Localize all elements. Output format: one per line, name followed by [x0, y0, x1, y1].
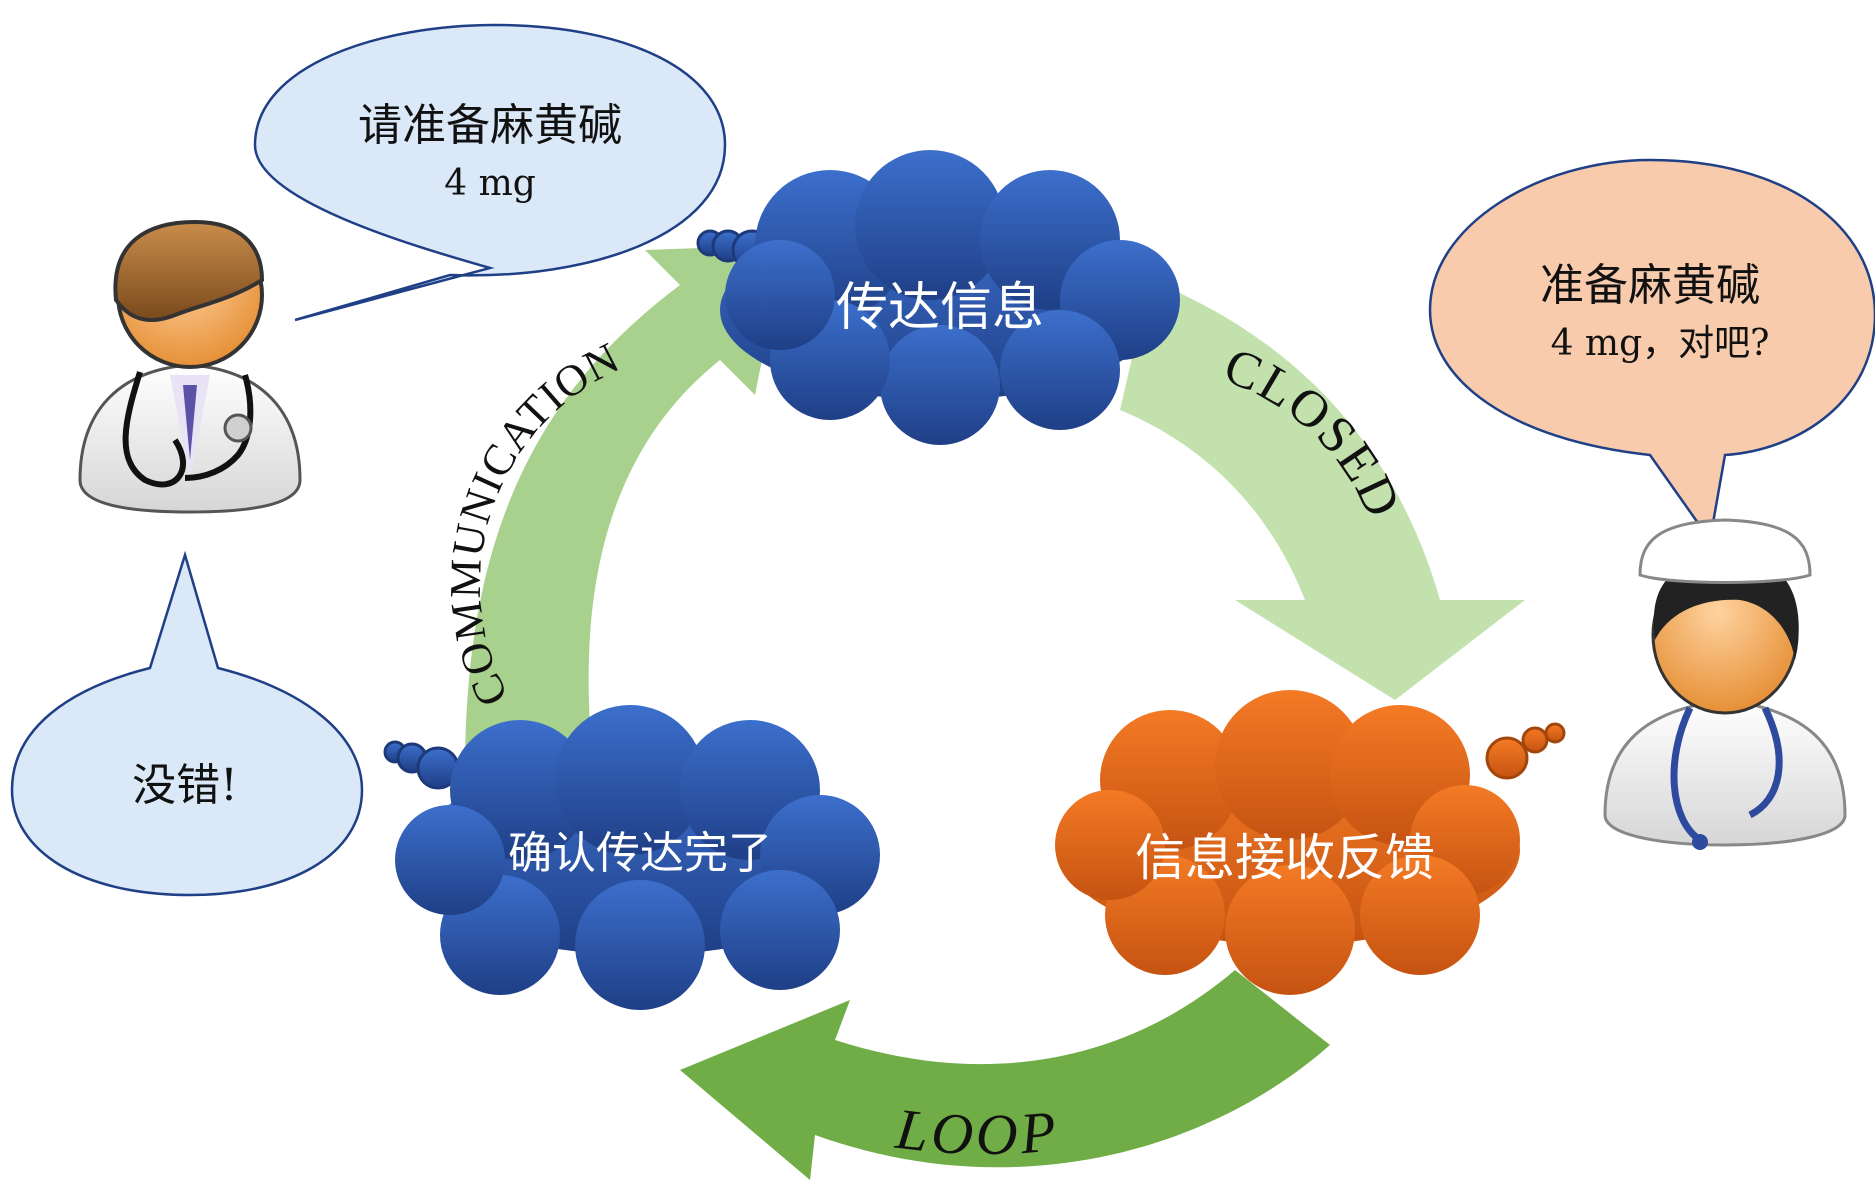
doctor-request-line1: 请准备麻黄碱 [358, 100, 622, 151]
doctor-confirm-text: 没错! [132, 760, 238, 811]
doctor-request-bubble: 请准备麻黄碱 4 mg [253, 23, 727, 322]
doctor-avatar [78, 219, 302, 514]
confirm-label: 确认传达完了 [508, 828, 772, 879]
closed-arrow [1120, 280, 1525, 700]
doctor-request-line2: 4 mg [444, 163, 536, 204]
transmit-label: 传达信息 [836, 278, 1044, 338]
loop-label: LOOP [892, 1096, 1063, 1168]
feedback-label: 信息接收反馈 [1135, 829, 1435, 887]
confirm-cloud: 确认传达完了 [383, 705, 880, 1010]
loop-arrow [680, 970, 1330, 1180]
nurse-reply-line2: 4 mg，对吧? [1551, 323, 1770, 364]
nurse-avatar [1603, 518, 1847, 850]
feedback-cloud: 信息接收反馈 [1055, 690, 1566, 995]
communication-arrow [465, 245, 785, 780]
nurse-reply-bubble: 准备麻黄碱 4 mg，对吧? [1428, 158, 1875, 544]
nurse-reply-line1: 准备麻黄碱 [1540, 260, 1760, 311]
doctor-confirm-bubble: 没错! [10, 550, 364, 897]
transmit-cloud: 传达信息 [696, 150, 1180, 445]
